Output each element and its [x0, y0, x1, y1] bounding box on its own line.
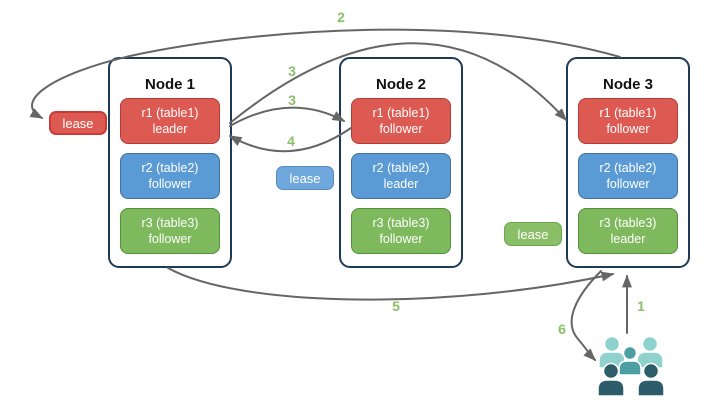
replica-name: r1 (table1): [141, 106, 199, 120]
step-label-5: 5: [392, 298, 400, 314]
node-2-title: Node 2: [375, 76, 426, 93]
replica-role: leader: [152, 122, 188, 136]
node-1-replica-r1: r1 (table1) leader: [120, 98, 220, 144]
step-label-6: 6: [558, 321, 566, 337]
node-3-replica-r1: r1 (table1) follower: [578, 98, 678, 144]
node-2-replica-r2: r2 (table2) leader: [351, 153, 451, 199]
step-label-4: 4: [287, 133, 295, 149]
node-1: Node 1 r1 (table1) leader r2 (table2) fo…: [108, 57, 232, 268]
users-icon: [597, 335, 665, 397]
lease-badge-blue: lease: [276, 166, 334, 190]
replica-name: r2 (table2): [372, 161, 430, 175]
step-label-3b: 3: [288, 92, 296, 108]
node-3-replica-r3: r3 (table3) leader: [578, 208, 678, 254]
node-1-title: Node 1: [144, 76, 195, 93]
lease-badge-red: lease: [49, 111, 107, 135]
replica-name: r3 (table3): [141, 216, 199, 230]
node-3: Node 3 r1 (table1) follower r2 (table2) …: [566, 57, 690, 268]
replica-name: r3 (table3): [599, 216, 657, 230]
arrow-5-node1-to-node3: [167, 267, 615, 301]
replica-role: follower: [379, 122, 423, 136]
replica-role: follower: [148, 232, 192, 246]
node-1-replica-r3: r3 (table3) follower: [120, 208, 220, 254]
node-3-replica-r2: r2 (table2) follower: [578, 153, 678, 199]
node-1-replica-r2: r2 (table2) follower: [120, 153, 220, 199]
replica-name: r3 (table3): [372, 216, 430, 230]
replica-role: follower: [379, 232, 423, 246]
step-label-3a: 3: [288, 63, 296, 79]
lease-badge-green: lease: [504, 222, 562, 246]
node-2: Node 2 r1 (table1) follower r2 (table2) …: [339, 57, 463, 268]
replica-role: follower: [606, 122, 650, 136]
replica-name: r1 (table1): [599, 106, 657, 120]
replica-name: r2 (table2): [599, 161, 657, 175]
node-2-replica-r3: r3 (table3) follower: [351, 208, 451, 254]
replica-role: leader: [383, 177, 419, 191]
replica-role: follower: [148, 177, 192, 191]
replica-name: r2 (table2): [141, 161, 199, 175]
node-2-replica-r1: r1 (table1) follower: [351, 98, 451, 144]
arrow-6-node3-to-clients: [570, 270, 602, 362]
node-3-title: Node 3: [602, 76, 653, 93]
replica-role: follower: [606, 177, 650, 191]
replica-role: leader: [610, 232, 646, 246]
arrow-3-node1-to-node2: [229, 106, 346, 127]
replica-name: r1 (table1): [372, 106, 430, 120]
step-label-1: 1: [637, 298, 645, 314]
step-label-2: 2: [337, 9, 345, 25]
